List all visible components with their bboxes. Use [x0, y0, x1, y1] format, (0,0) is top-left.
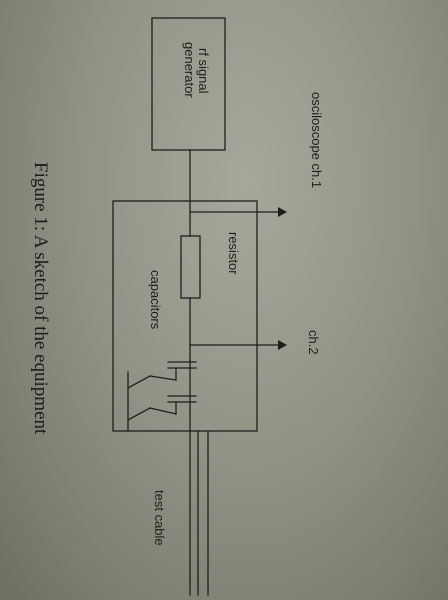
switch-2-blade [127, 407, 151, 421]
label-resistor: resistor [226, 232, 241, 275]
enclosure-box [112, 200, 258, 432]
resistor-symbol [180, 235, 201, 299]
ch2-arrowhead [278, 340, 287, 350]
switch-1-blade [127, 375, 151, 389]
switch-1-lead [149, 375, 177, 381]
ch1-arrowhead [278, 207, 287, 217]
figure-caption: Figure 1: A sketch of the equipment [30, 162, 51, 435]
label-capacitors: capacitors [148, 270, 163, 330]
label-rf-signal: rf signal [196, 48, 211, 94]
label-oscilloscope-ch1: osciloscope ch.1 [309, 92, 324, 189]
rf-generator-box [151, 17, 226, 151]
label-test-cable: test cable [152, 490, 167, 546]
label-ch2: ch.2 [306, 330, 321, 355]
switch-2-lead [149, 407, 177, 415]
label-generator: generator [182, 42, 197, 98]
